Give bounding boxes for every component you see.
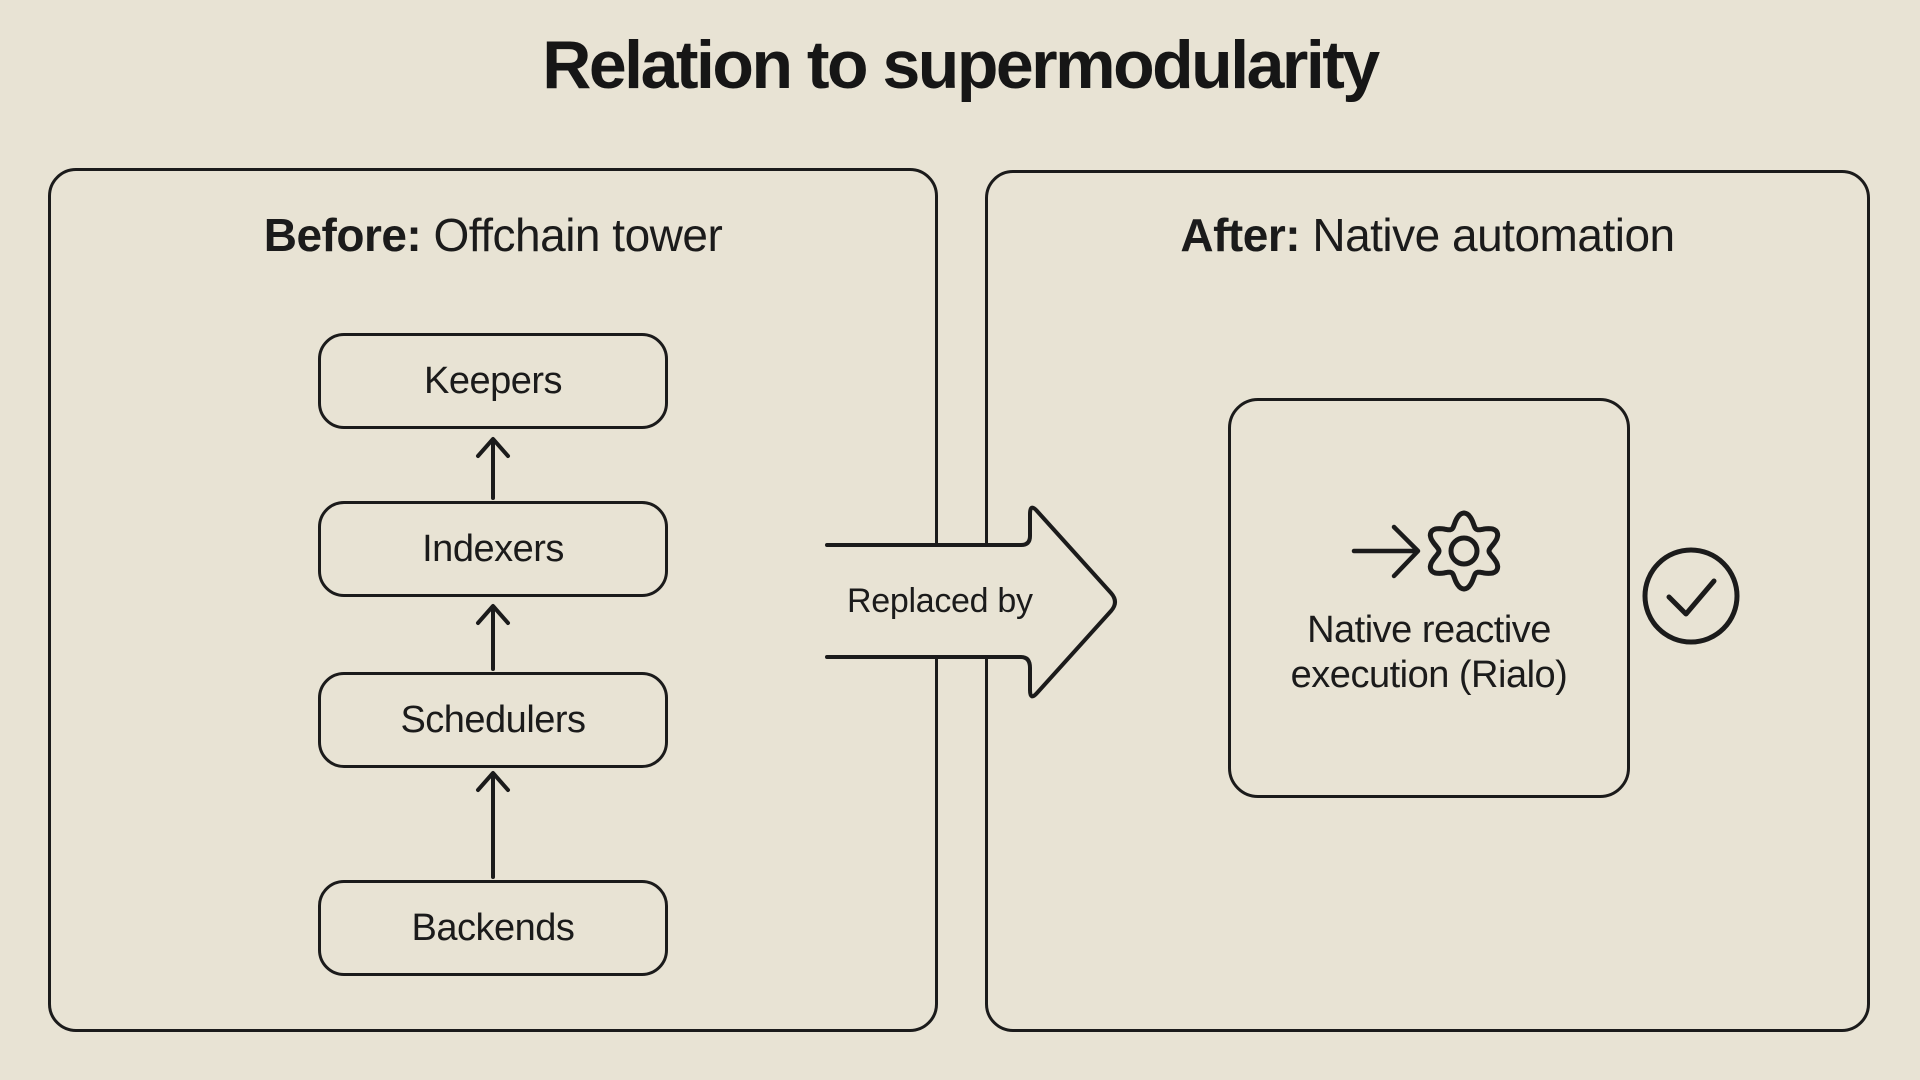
before-subtitle: Offchain tower: [421, 209, 723, 261]
solution-caption-line2: execution (Rialo): [1290, 654, 1568, 696]
solution-box: [1228, 398, 1630, 798]
stack-box-label: Keepers: [423, 359, 563, 402]
stack-box-indexers: Indexers: [318, 501, 668, 597]
after-subtitle: Native automation: [1300, 209, 1675, 261]
stack-box-keepers: Keepers: [318, 333, 668, 429]
stack-box-label: Indexers: [422, 527, 564, 570]
solution-caption-line1: Native reactive: [1307, 609, 1551, 651]
page-title: Relation to supermodularity: [542, 27, 1380, 103]
solution-caption: Native reactive execution (Rialo): [1228, 608, 1630, 698]
stack-box-label: Schedulers: [400, 698, 586, 741]
stack-box-label: Backends: [411, 906, 575, 949]
after-label: After:: [1180, 209, 1301, 261]
before-label: Before:: [263, 209, 422, 261]
before-panel-title: Before: Offchain tower: [48, 208, 938, 262]
replaced-by-label: Replaced by: [847, 582, 1033, 620]
after-panel-title: After: Native automation: [985, 208, 1870, 262]
stack-box-backends: Backends: [318, 880, 668, 976]
stack-box-schedulers: Schedulers: [318, 672, 668, 768]
